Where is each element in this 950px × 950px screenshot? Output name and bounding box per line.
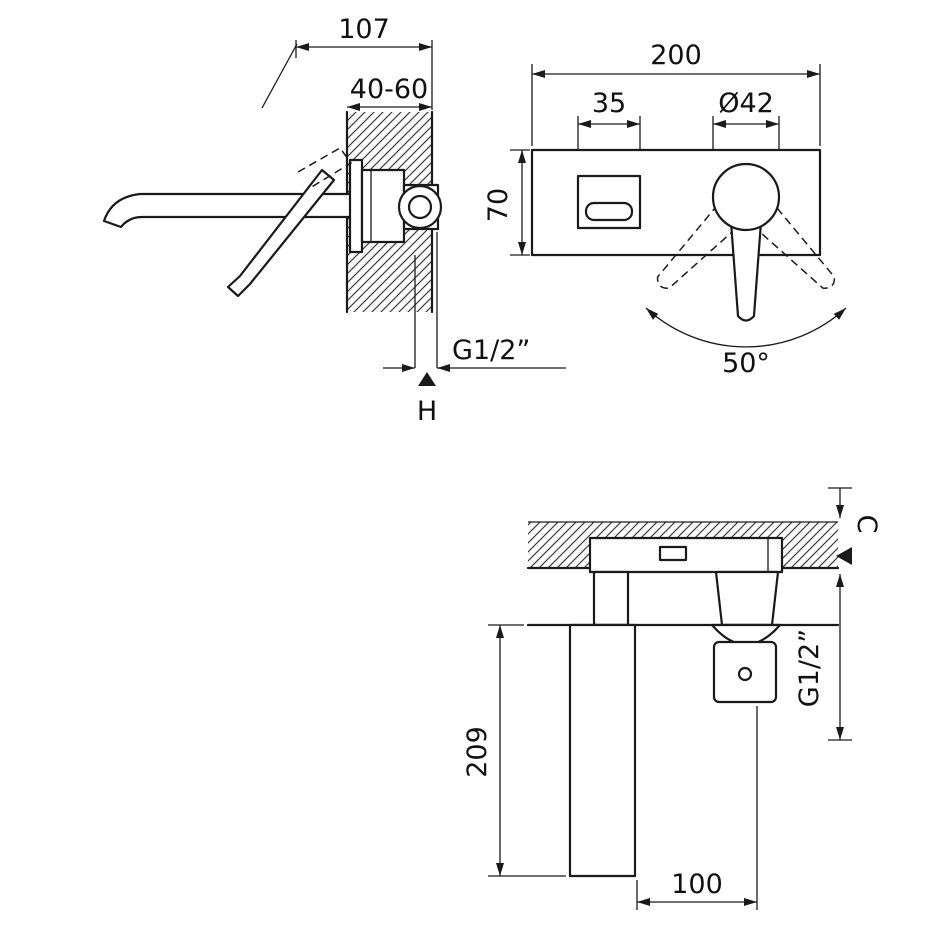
handle-screw	[737, 666, 753, 682]
dim-209-label: 209	[462, 726, 493, 778]
thread-side-label: G1/2”	[452, 335, 530, 366]
spout-tube	[568, 623, 637, 878]
arm-detail	[658, 545, 688, 562]
dim-40-60-label: 40-60	[350, 74, 428, 105]
dim-107-label: 107	[338, 14, 390, 45]
dimension-plate-width: 200	[531, 40, 821, 146]
dimension-surface-datum: C	[828, 487, 882, 565]
handle-base	[714, 570, 780, 627]
dimension-spout-projection: 107	[261, 14, 433, 110]
cartridge-circle-outer	[397, 184, 443, 230]
dim-35-label: 35	[592, 88, 626, 119]
dimension-thread-side: G1/2” H	[383, 232, 566, 427]
dim-100-label: 100	[671, 869, 723, 900]
handle-grip-swung-left	[656, 204, 740, 289]
dim-200-label: 200	[650, 40, 702, 71]
dimension-spout-length: 209	[462, 624, 566, 877]
dimension-swing-angle: 50°	[645, 307, 847, 379]
swing-arc	[645, 307, 847, 348]
handle-lever-alt-position	[297, 147, 353, 189]
dim-70-label: 70	[483, 188, 514, 222]
handle-body	[712, 640, 778, 704]
dimension-wall-depth: 40-60	[347, 74, 432, 111]
side-view: 107 40-60 G1/2”	[102, 14, 566, 427]
datum-triangle-c	[836, 547, 852, 565]
dim-50-label: 50°	[722, 348, 770, 379]
bottom-view: 209 100 C G1/2”	[462, 487, 882, 910]
datum-c-label: C	[851, 515, 882, 534]
faucet-bottom	[526, 536, 840, 878]
handle-grip	[729, 220, 763, 322]
faucet-front	[530, 148, 836, 322]
cartridge-circle-inner	[407, 194, 433, 220]
spout-riser	[592, 570, 630, 627]
thread-bottom-label: G1/2”	[794, 629, 825, 707]
dimension-spout-width: 35	[577, 88, 641, 174]
faucet-side-profile	[102, 147, 443, 298]
front-view: 200 35 Ø42 70	[483, 40, 847, 379]
spout-profile	[102, 192, 354, 229]
dim-42-label: Ø42	[718, 88, 774, 119]
dimension-thread-bottom: G1/2”	[794, 574, 852, 741]
valve-body	[360, 168, 406, 244]
handle-grip-swung-right	[752, 204, 836, 289]
escutcheon-plate	[348, 158, 364, 254]
handle-hub	[711, 162, 781, 232]
datum-triangle-h	[418, 372, 436, 386]
datum-h-label: H	[417, 396, 437, 427]
spout-slot	[584, 201, 634, 222]
dimension-handle-diameter: Ø42	[712, 88, 780, 162]
dimension-handle-offset: 100	[636, 706, 758, 910]
handle-lever	[226, 168, 336, 298]
dimension-plate-height: 70	[483, 149, 530, 256]
